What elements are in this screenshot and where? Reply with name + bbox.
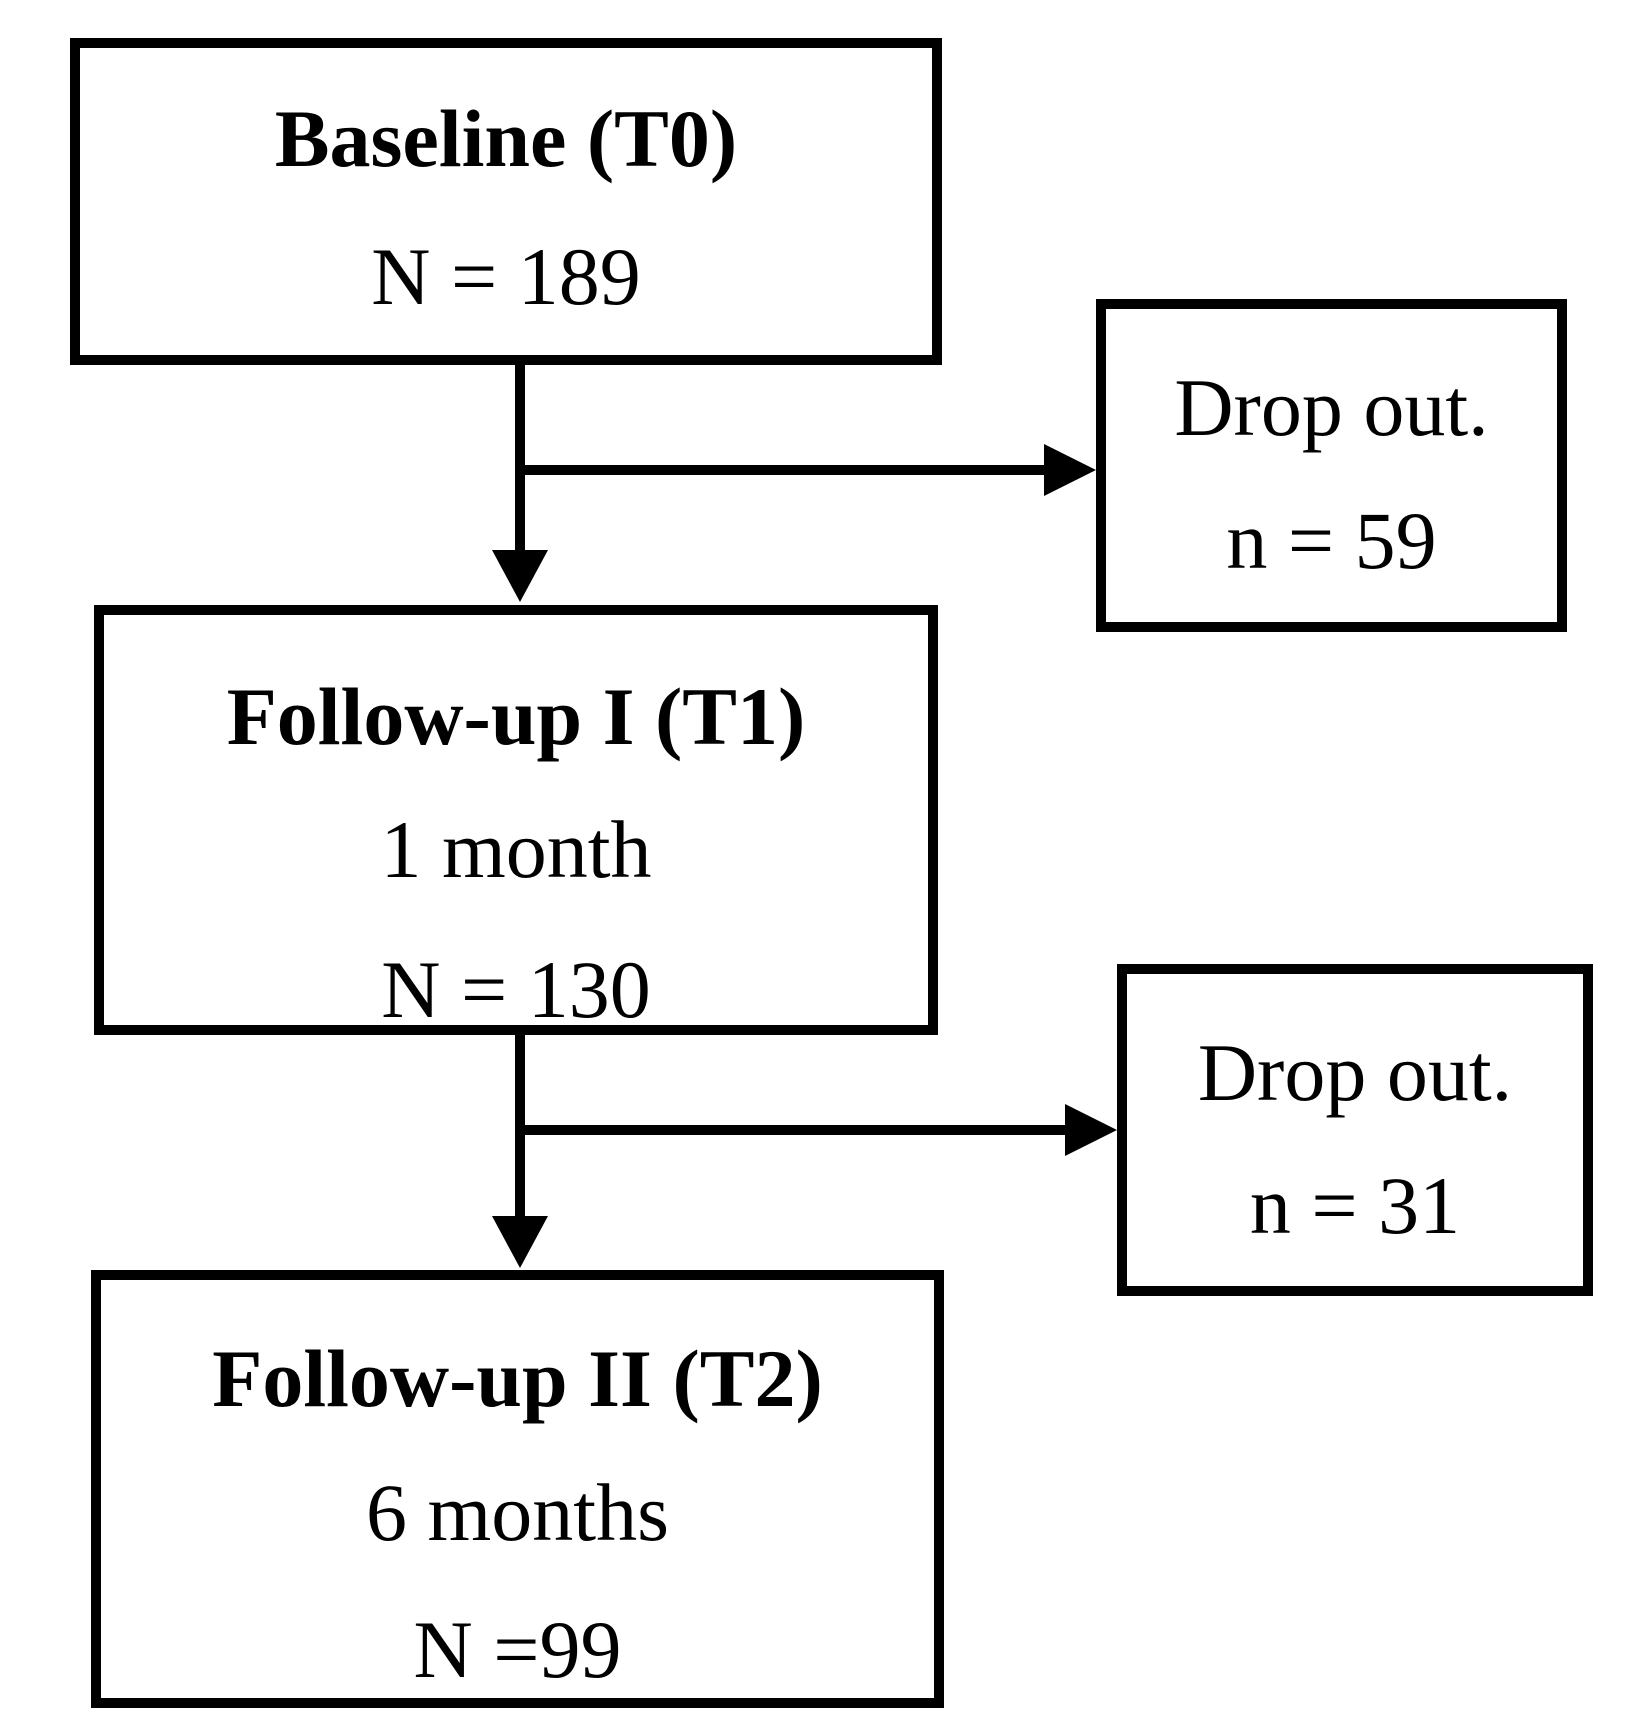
baseline-title: Baseline (T0) [274,93,738,184]
arrowhead-right-icon [1065,1104,1117,1156]
dropout-1-title: Drop out. [1174,362,1489,453]
dropout-2-count: n = 31 [1249,1160,1461,1251]
followup-2-title: Follow-up II (T2) [212,1333,823,1424]
arrowhead-down-icon [492,550,548,602]
node-dropout-1: Drop out. n = 59 [1096,299,1567,632]
arrowhead-right-icon [1044,444,1096,496]
node-followup-2: Follow-up II (T2) 6 months N =99 [91,1270,944,1708]
baseline-count: N = 189 [371,231,641,322]
node-dropout-2: Drop out. n = 31 [1117,964,1593,1296]
followup-1-time: 1 month [380,804,652,895]
arrowhead-down-icon [492,1216,548,1268]
followup-2-count: N =99 [413,1604,622,1695]
connector-branch-to-dropout1 [515,465,1046,475]
connector-baseline-to-followup1 [515,365,525,555]
followup-1-title: Follow-up I (T1) [226,671,806,762]
dropout-1-count: n = 59 [1226,495,1437,586]
connector-branch-to-dropout2 [515,1125,1067,1135]
node-baseline: Baseline (T0) N = 189 [70,38,942,365]
followup-2-time: 6 months [366,1467,669,1558]
dropout-2-title: Drop out. [1197,1027,1513,1118]
followup-1-count: N = 130 [381,944,651,1035]
node-followup-1: Follow-up I (T1) 1 month N = 130 [94,605,938,1035]
